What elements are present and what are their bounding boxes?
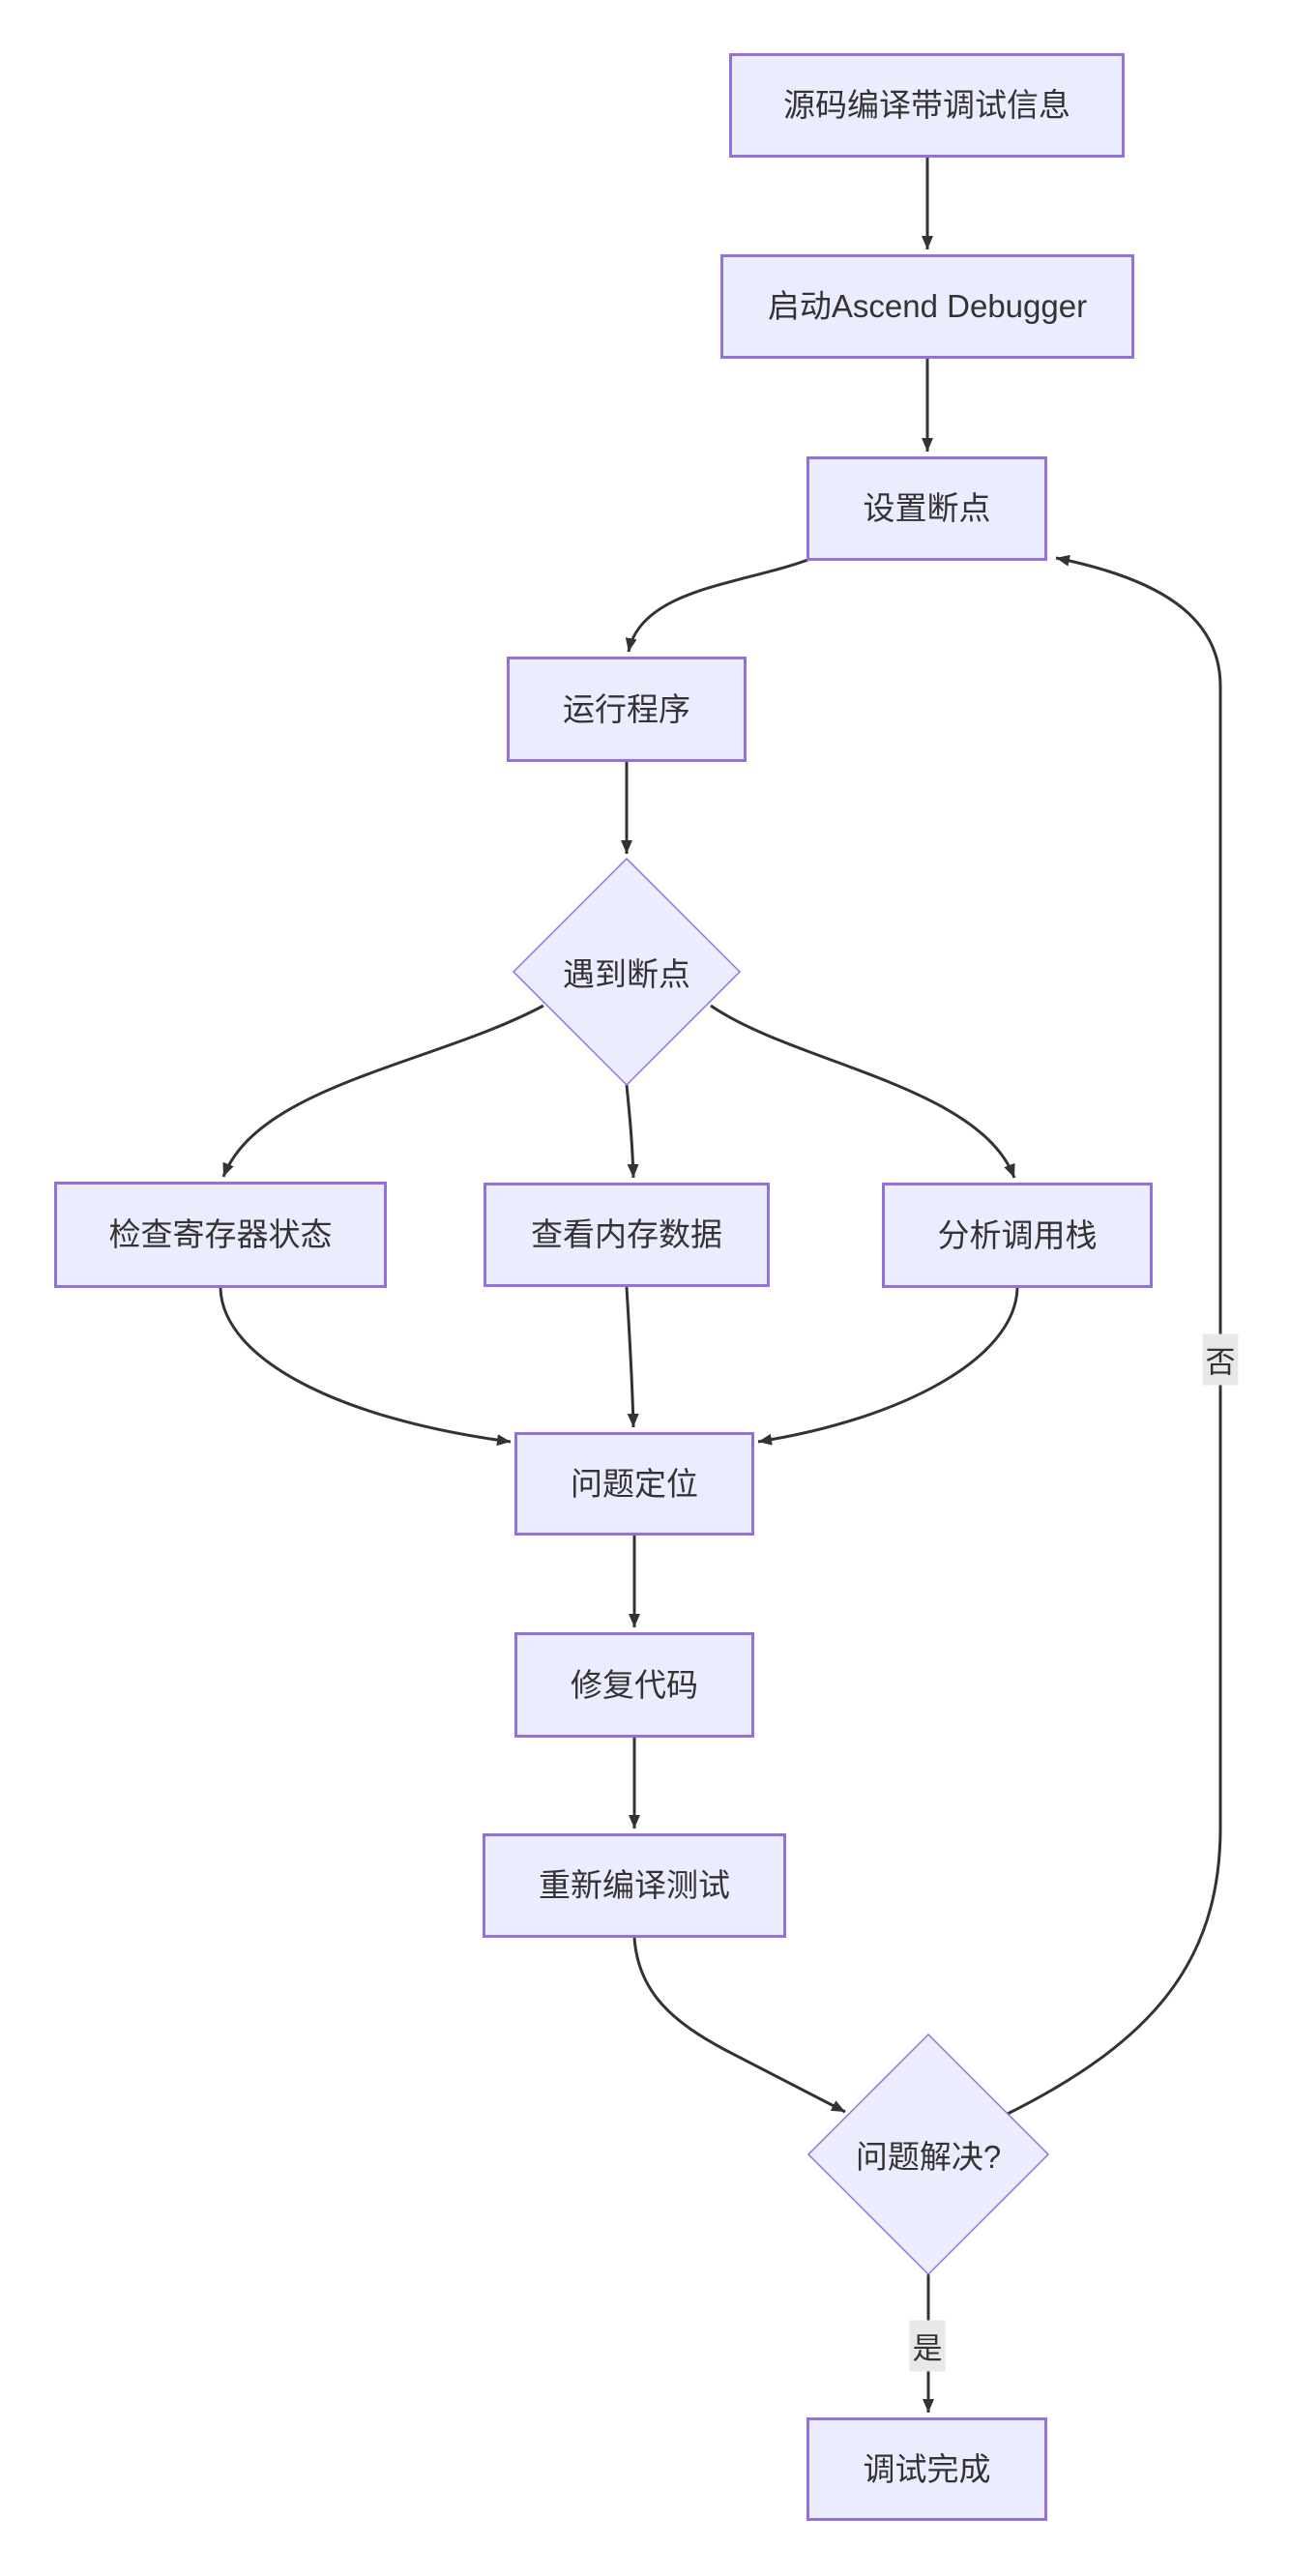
edge-set-breakpoint-to-run bbox=[625, 557, 811, 653]
edge-problem-solved-no-loop bbox=[1007, 554, 1222, 2116]
node-view-memory: 查看内存数据 bbox=[484, 1183, 770, 1287]
edge-check-registers-to-locate bbox=[219, 1287, 512, 1447]
node-run-program: 运行程序 bbox=[507, 657, 747, 762]
node-analyze-stack: 分析调用栈 bbox=[882, 1183, 1153, 1288]
node-problem-solved-label: 问题解决? bbox=[855, 2139, 1002, 2175]
edge-hit-breakpoint-to-analyze-stack bbox=[710, 1004, 1016, 1179]
node-hit-breakpoint-label: 遇到断点 bbox=[563, 956, 690, 992]
node-start-debugger-label: 启动Ascend Debugger bbox=[767, 288, 1088, 325]
edge-hit-breakpoint-to-check-registers bbox=[221, 1004, 544, 1178]
node-debug-done: 调试完成 bbox=[806, 2417, 1047, 2521]
node-set-breakpoint-label: 设置断点 bbox=[863, 490, 991, 527]
node-compile-source-label: 源码编译带调试信息 bbox=[783, 87, 1070, 124]
node-analyze-stack-label: 分析调用栈 bbox=[937, 1216, 1098, 1253]
edge-recompile-to-problem-solved bbox=[632, 1937, 846, 2114]
edge-view-memory-to-locate bbox=[625, 1286, 639, 1428]
edge-label-yes: 是 bbox=[909, 2320, 946, 2372]
node-view-memory-label: 查看内存数据 bbox=[531, 1216, 722, 1253]
node-problem-solved-shape bbox=[806, 2033, 1050, 2276]
node-recompile-test-label: 重新编译测试 bbox=[539, 1867, 730, 1904]
node-start-debugger: 启动Ascend Debugger bbox=[720, 254, 1134, 359]
edge-hit-breakpoint-to-view-memory bbox=[625, 1084, 639, 1179]
node-locate-problem-label: 问题定位 bbox=[571, 1465, 698, 1502]
node-compile-source: 源码编译带调试信息 bbox=[729, 53, 1125, 158]
node-check-registers: 检查寄存器状态 bbox=[54, 1182, 387, 1288]
edge-analyze-stack-to-locate bbox=[757, 1287, 1019, 1446]
node-check-registers-label: 检查寄存器状态 bbox=[108, 1216, 333, 1253]
node-locate-problem: 问题定位 bbox=[514, 1432, 754, 1536]
node-fix-code: 修复代码 bbox=[514, 1632, 754, 1738]
node-recompile-test: 重新编译测试 bbox=[483, 1833, 786, 1938]
node-debug-done-label: 调试完成 bbox=[863, 2450, 991, 2487]
node-set-breakpoint: 设置断点 bbox=[806, 456, 1047, 561]
edge-label-no: 否 bbox=[1202, 1333, 1239, 1386]
node-fix-code-label: 修复代码 bbox=[571, 1666, 698, 1703]
node-hit-breakpoint-shape bbox=[512, 857, 742, 1087]
node-run-program-label: 运行程序 bbox=[563, 690, 690, 727]
